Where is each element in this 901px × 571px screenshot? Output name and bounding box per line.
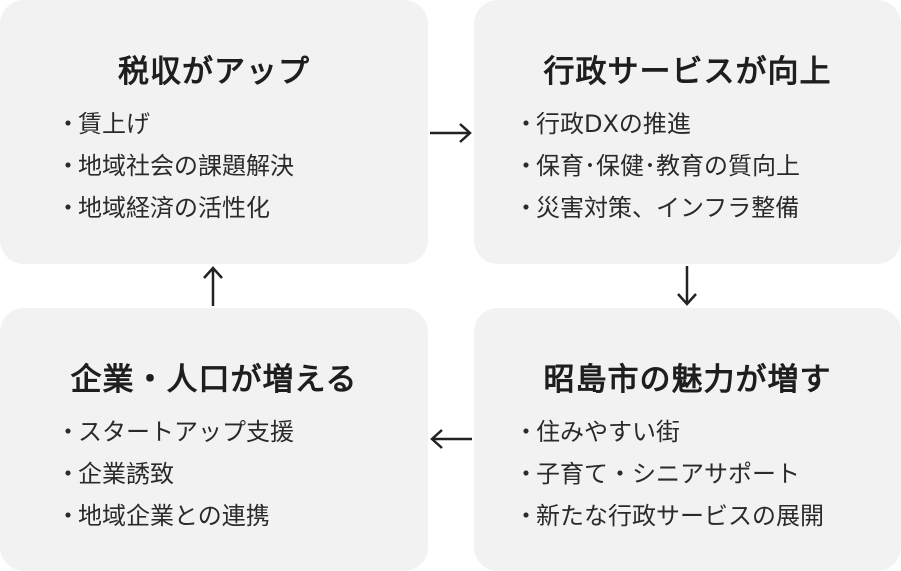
arrow-up-icon [198, 264, 228, 308]
list-item: ・地域経済の活性化 [56, 187, 294, 229]
card-business-population: 企業・人口が増える ・スタートアップ支援 ・企業誘致 ・地域企業との連携 [0, 308, 428, 571]
list-item: ・災害対策、インフラ整備 [514, 187, 800, 229]
bullet: ・ [514, 502, 538, 530]
card-tax-increase: 税収がアップ ・賃上げ ・地域社会の課題解決 ・地域経済の活性化 [0, 0, 428, 264]
bullet: ・ [56, 152, 80, 180]
list-item: ・地域社会の課題解決 [56, 145, 294, 187]
card-item-list: ・行政DXの推進 ・保育･保健･教育の質向上 ・災害対策、インフラ整備 [514, 103, 800, 229]
card-item-list: ・スタートアップ支援 ・企業誘致 ・地域企業との連携 [56, 411, 294, 537]
list-item-label: 保育･保健･教育の質向上 [536, 152, 800, 180]
list-item-label: 地域経済の活性化 [78, 194, 270, 222]
bullet: ・ [514, 194, 538, 222]
bullet: ・ [56, 502, 80, 530]
card-title: 行政サービスが向上 [543, 54, 832, 90]
list-item: ・賃上げ [56, 103, 294, 145]
list-item-label: 災害対策、インフラ整備 [536, 194, 800, 222]
list-item: ・企業誘致 [56, 453, 294, 495]
card-title: 税収がアップ [118, 54, 310, 90]
list-item-label: 子育て・シニアサポート [536, 460, 800, 488]
list-item: ・新たな行政サービスの展開 [514, 495, 824, 537]
list-item: ・スタートアップ支援 [56, 411, 294, 453]
arrow-down-icon [672, 264, 702, 308]
list-item-label: 新たな行政サービスの展開 [536, 502, 824, 530]
list-item: ・地域企業との連携 [56, 495, 294, 537]
list-item-label: 地域社会の課題解決 [78, 152, 294, 180]
card-item-list: ・賃上げ ・地域社会の課題解決 ・地域経済の活性化 [56, 103, 294, 229]
arrow-left-icon [428, 424, 474, 454]
list-item: ・保育･保健･教育の質向上 [514, 145, 800, 187]
card-title: 昭島市の魅力が増す [543, 362, 832, 398]
list-item-label: 行政DXの推進 [536, 110, 691, 138]
list-item-label: スタートアップ支援 [78, 418, 294, 446]
bullet: ・ [56, 460, 80, 488]
list-item-label: 企業誘致 [78, 460, 174, 488]
arrow-right-icon [428, 118, 474, 148]
card-services-improve: 行政サービスが向上 ・行政DXの推進 ・保育･保健･教育の質向上 ・災害対策、イ… [474, 0, 901, 264]
card-title: 企業・人口が増える [70, 362, 358, 398]
bullet: ・ [514, 460, 538, 488]
card-item-list: ・住みやすい街 ・子育て・シニアサポート ・新たな行政サービスの展開 [514, 411, 824, 537]
list-item: ・行政DXの推進 [514, 103, 800, 145]
bullet: ・ [514, 418, 538, 446]
list-item: ・子育て・シニアサポート [514, 453, 824, 495]
bullet: ・ [56, 194, 80, 222]
bullet: ・ [514, 110, 538, 138]
list-item-label: 賃上げ [78, 110, 150, 138]
bullet: ・ [56, 418, 80, 446]
bullet: ・ [56, 110, 80, 138]
list-item: ・住みやすい街 [514, 411, 824, 453]
card-city-attractiveness: 昭島市の魅力が増す ・住みやすい街 ・子育て・シニアサポート ・新たな行政サービ… [474, 308, 901, 571]
bullet: ・ [514, 152, 538, 180]
list-item-label: 住みやすい街 [536, 418, 680, 446]
list-item-label: 地域企業との連携 [78, 502, 270, 530]
